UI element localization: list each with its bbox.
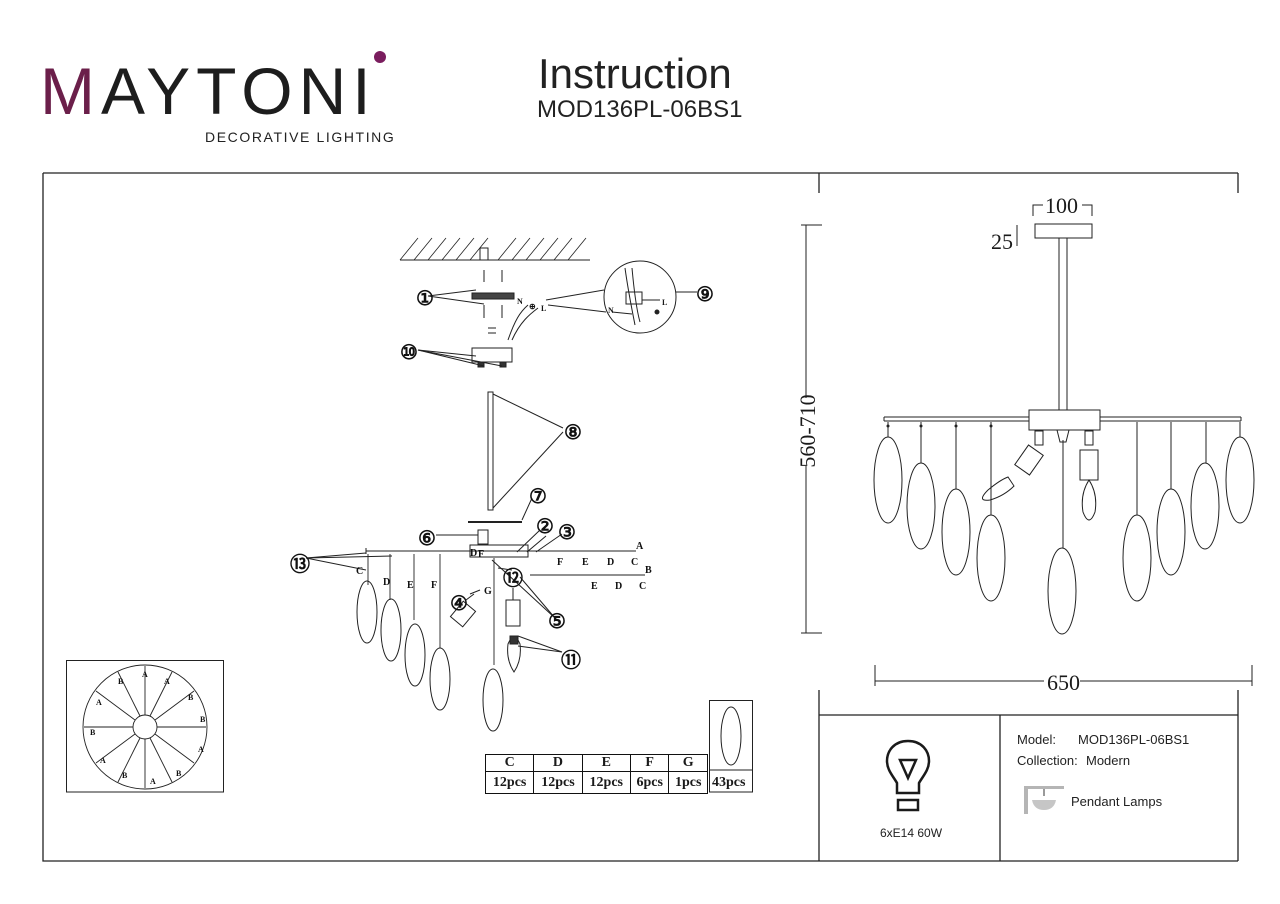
callout-12: ⑫ <box>503 568 523 590</box>
svg-text:E: E <box>407 580 414 591</box>
svg-text:A: A <box>198 745 204 754</box>
logo-letter-m: M <box>40 54 101 128</box>
svg-text:L: L <box>541 304 546 313</box>
callout-4: ④ <box>450 593 468 615</box>
svg-text:B: B <box>90 728 96 737</box>
svg-text:A: A <box>100 756 106 765</box>
svg-text:A: A <box>142 670 148 679</box>
lamp-type: Pendant Lamps <box>1071 794 1163 809</box>
svg-text:N: N <box>517 297 523 306</box>
callout-8: ⑧ <box>564 422 582 444</box>
svg-text:D: D <box>383 577 390 588</box>
svg-text:B: B <box>118 677 124 686</box>
callout-11: ⑪ <box>561 650 581 672</box>
callout-10: ⑩ <box>400 342 418 364</box>
callout-13: ⑬ <box>290 554 310 576</box>
callout-7: ⑦ <box>529 486 547 508</box>
logo-i: I <box>352 54 377 128</box>
callout-3: ③ <box>558 522 576 544</box>
callout-2: ② <box>536 516 554 538</box>
wire-label-l: L <box>662 298 668 307</box>
model-value: MOD136PL-06BS1 <box>1078 732 1190 747</box>
svg-text:D: D <box>607 557 614 568</box>
svg-text:B: B <box>176 769 182 778</box>
page-title: Instruction <box>538 50 732 97</box>
svg-text:A: A <box>636 541 644 552</box>
svg-text:C: C <box>356 566 363 577</box>
svg-text:A: A <box>96 698 102 707</box>
brand-logo: MAYTONI <box>40 58 377 124</box>
pendant-count: 43pcs <box>712 775 746 790</box>
model-label: Model: <box>1017 732 1057 747</box>
model-code: MOD136PL-06BS1 <box>537 96 743 123</box>
svg-text:B: B <box>645 565 652 576</box>
svg-text:D: D <box>470 548 477 559</box>
callout-6: ⑥ <box>418 528 436 550</box>
parts-count-e: 12pcs <box>581 771 631 794</box>
canopy-height-dim: 25 <box>991 229 1013 254</box>
callout-9: ⑨ <box>696 284 714 306</box>
svg-text:E: E <box>591 581 598 592</box>
svg-text:A: A <box>164 677 170 686</box>
svg-text:A: A <box>150 777 156 786</box>
parts-count-f: 6pcs <box>629 771 670 794</box>
svg-text:D: D <box>615 581 622 592</box>
pendant-count-box <box>709 700 753 793</box>
wire-label-n: N <box>608 306 614 315</box>
width-dim: 650 <box>1047 670 1080 695</box>
svg-text:G: G <box>484 586 492 597</box>
parts-count-row: 12pcs 12pcs 12pcs 6pcs 1pcs <box>484 771 708 794</box>
pendant-lamp-icon <box>1024 786 1064 814</box>
arrangement-wheel: A B A A B B B A A B A B <box>66 660 224 793</box>
collection-label: Collection: <box>1017 753 1078 768</box>
svg-text:B: B <box>122 771 128 780</box>
svg-text:E: E <box>582 557 589 568</box>
logo-rest: AYTON <box>100 54 353 128</box>
svg-text:C: C <box>639 581 646 592</box>
parts-count-g: 1pcs <box>668 771 708 794</box>
svg-text:F: F <box>478 549 484 560</box>
svg-text:B: B <box>188 693 194 702</box>
svg-text:F: F <box>557 557 563 568</box>
svg-text:B: B <box>200 715 206 724</box>
svg-text:F: F <box>431 580 437 591</box>
parts-count-d: 12pcs <box>533 771 583 794</box>
parts-table: C D E F G 12pcs 12pcs 12pcs 6pcs 1pcs <box>484 754 708 794</box>
canopy-width-dim: 100 <box>1045 193 1078 218</box>
callout-5: ⑤ <box>548 611 566 633</box>
bulb-spec: 6xE14 60W <box>880 826 943 840</box>
logo-dot <box>374 51 386 63</box>
svg-text:C: C <box>631 557 638 568</box>
height-dim: 560-710 <box>795 394 820 468</box>
collection-value: Modern <box>1086 753 1131 768</box>
svg-text:⊕: ⊕ <box>529 302 536 311</box>
callout-1: ① <box>416 288 434 310</box>
brand-tagline: DECORATIVE LIGHTING <box>205 129 396 145</box>
bulb-icon <box>885 739 931 812</box>
